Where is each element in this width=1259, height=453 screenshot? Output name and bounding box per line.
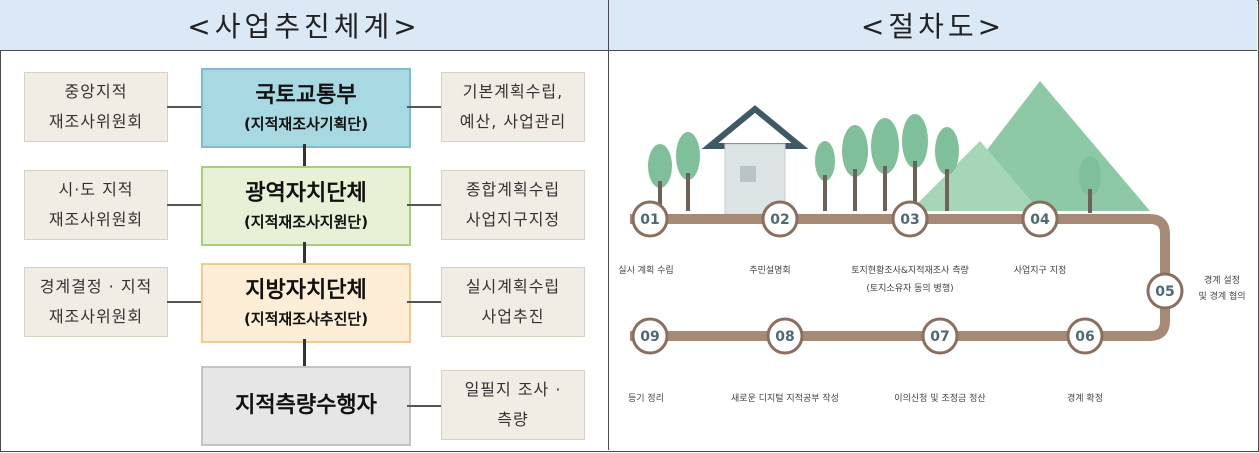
step-label: 사업지구 지정 [1014,265,1067,276]
step-label: 새로운 디지털 지적공부 작성 [731,392,839,404]
step-label: 경계 확정 [1067,392,1103,404]
step-circle [1021,200,1059,238]
central-committee-box: 중앙지적 재조사위원회 [24,72,168,142]
surveyor-role-line2: 측량 [497,410,529,429]
connector-right-3 [407,301,441,303]
connector-vertical-3 [303,339,306,366]
local-committee-line1: 경계결정 · 지적 [39,277,153,296]
step-circle [631,317,669,355]
system-header: <사업추진체계> [0,0,609,51]
metropolitan-role-box: 종합계획수립 사업지구지정 [441,170,585,240]
metropolitan-box: 광역자치단체 (지적재조사지원단) [201,166,411,246]
step-label: 토지현황조사&지적재조사 측량 [851,264,969,276]
surveyor-title: 지적측량수행자 [235,393,377,418]
step-number: 09 [640,329,659,345]
local-role-line1: 실시계획수립 [465,277,561,296]
procedure-illustration: 01 실시 계획 수립 02 주민설명회 03 토지현황조사&지적재조사 측량 (토지소유자… [610,51,1256,449]
connector-right-4 [407,405,441,407]
local-government-title: 지방자치단체 [245,278,367,303]
procedure-svg: 01 실시 계획 수립 02 주민설명회 03 토지현황조사&지적재조사 측량 (토지소유자… [618,81,1246,404]
ministry-role-line2: 예산, 사업관리 [459,112,567,131]
connector-vertical-2 [303,242,306,263]
surveyor-role-line1: 일필지 조사 · [464,380,562,399]
local-committee-line2: 재조사위원회 [48,307,144,326]
surveyor-box: 지적측량수행자 [201,366,411,446]
step-circle [761,200,799,238]
procedure-header: <절차도> [609,0,1257,51]
metropolitan-role-line1: 종합계획수립 [465,180,561,199]
connector-left-3 [167,301,201,303]
step-number: 04 [1030,212,1050,228]
step-circle [1066,317,1104,355]
step-circle [766,317,804,355]
local-role-line2: 사업추진 [481,307,545,326]
provincial-committee-box: 시·도 지적 재조사위원회 [24,170,168,240]
step-label: 등기 정리 [628,393,664,404]
step-circle [921,317,959,355]
step-label: 경계 설정 [1204,274,1240,286]
step-label: 이의신청 및 조정금 정산 [894,392,985,404]
connector-left-2 [167,204,201,206]
provincial-committee-line1: 시·도 지적 [58,180,134,199]
column-divider [608,50,609,450]
step-circle [631,200,669,238]
local-committee-box: 경계결정 · 지적 재조사위원회 [24,267,168,337]
local-role-box: 실시계획수립 사업추진 [441,267,585,337]
step-number: 03 [900,212,919,228]
step-number: 02 [770,212,789,228]
connector-vertical-1 [303,144,306,166]
surveyor-role-box: 일필지 조사 · 측량 [441,370,585,440]
ministry-title: 국토교통부 [255,83,357,108]
local-government-subtitle: (지적재조사추진단) [243,310,369,328]
step-number: 06 [1075,329,1094,345]
step-circle [891,200,929,238]
step-label: 주민설명회 [749,265,790,276]
connector-left-1 [167,106,201,108]
step-label-line2: 및 경계 협의 [1198,290,1245,302]
metropolitan-role-line2: 사업지구지정 [465,210,561,229]
central-committee-line1: 중앙지적 [64,82,128,101]
metropolitan-subtitle: (지적재조사지원단) [243,213,369,231]
step-circle [1146,272,1184,310]
trees [648,114,1101,213]
provincial-committee-line2: 재조사위원회 [48,210,144,229]
mountain-small [910,141,1040,211]
step-label: 실시 계획 수립 [618,264,673,276]
metropolitan-title: 광역자치단체 [245,181,367,206]
central-committee-line2: 재조사위원회 [48,112,144,131]
step-number: 05 [1155,284,1174,300]
connector-right-2 [407,204,441,206]
local-government-box: 지방자치단체 (지적재조사추진단) [201,263,411,343]
step-number: 08 [775,329,794,345]
connector-right-1 [407,106,441,108]
ministry-box: 국토교통부 (지적재조사기획단) [201,68,411,148]
ministry-role-box: 기본계획수립, 예산, 사업관리 [441,72,585,142]
step-label-line2: (토지소유자 동의 병행) [866,282,953,294]
step-number: 01 [640,212,659,228]
house-illustration [701,105,809,215]
ministry-subtitle: (지적재조사기획단) [243,115,369,133]
step-number: 07 [930,329,949,345]
ministry-role-line1: 기본계획수립, [462,82,564,101]
